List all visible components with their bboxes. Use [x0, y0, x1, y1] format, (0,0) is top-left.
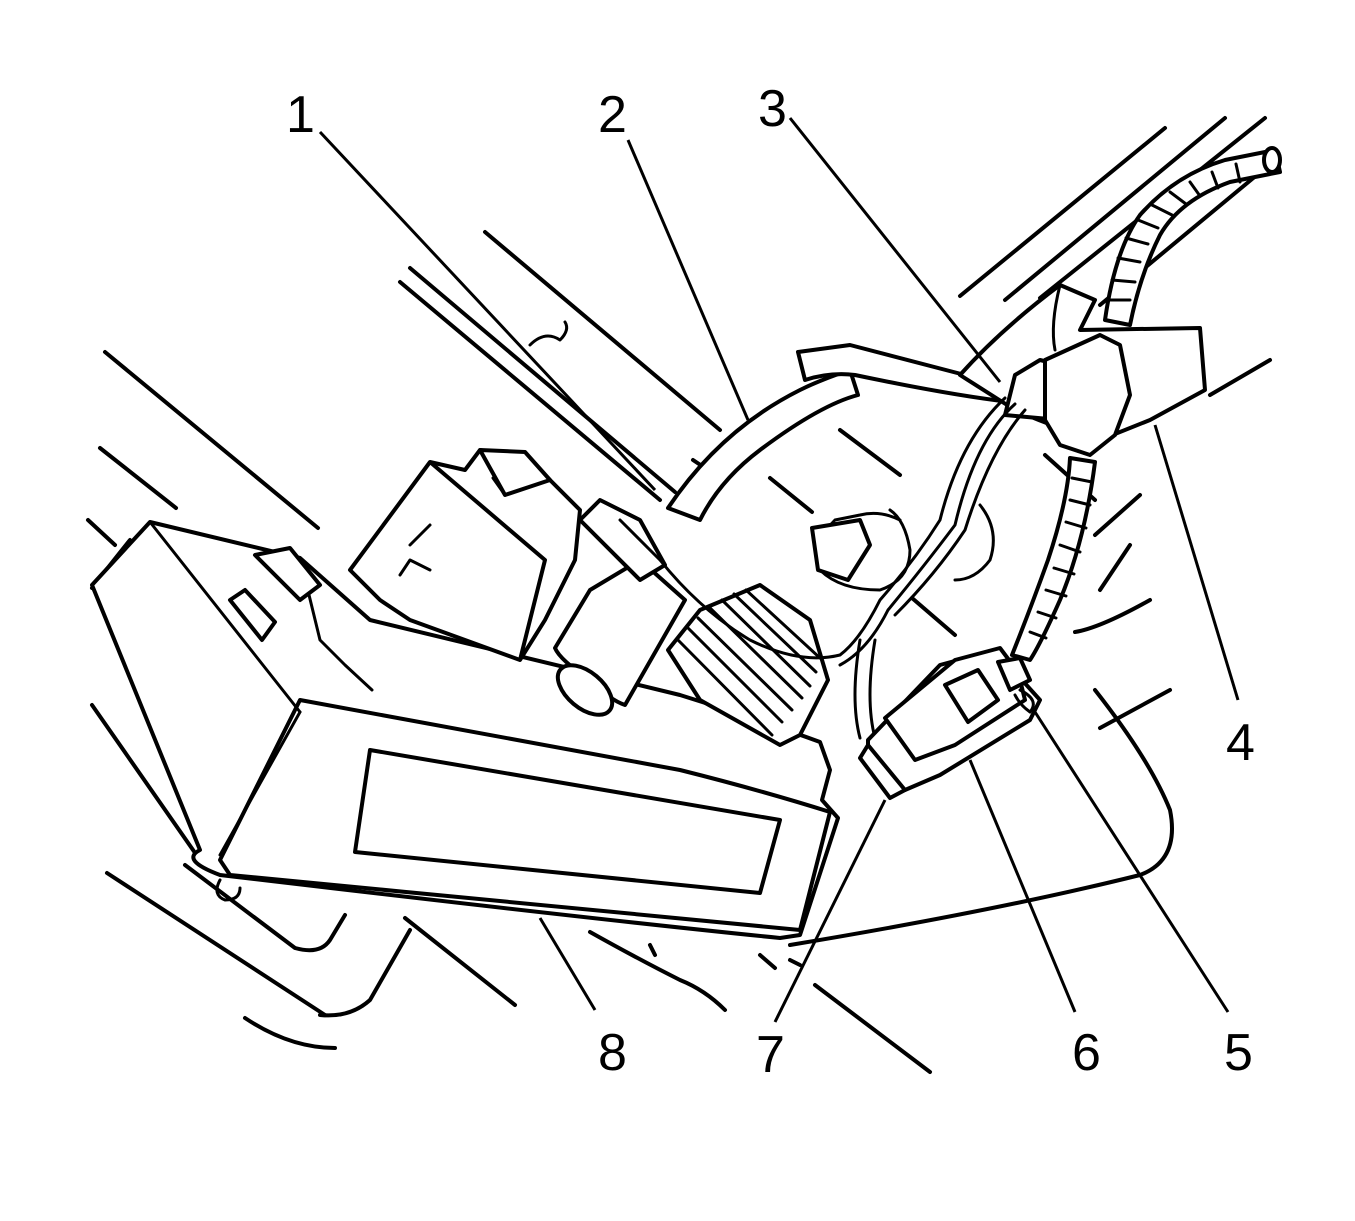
- callout-8: 8: [598, 1024, 627, 1082]
- callout-2: 2: [598, 86, 627, 144]
- leader-1: [318, 130, 657, 492]
- leader-5: [1033, 711, 1230, 1013]
- connector-3: [1003, 333, 1132, 457]
- module-connector: [348, 448, 582, 662]
- round-plug: [553, 498, 687, 717]
- leader-6: [968, 759, 1077, 1013]
- callout-3: 3: [758, 80, 787, 138]
- control-module: [90, 520, 840, 940]
- corrugated-loom: [1010, 146, 1282, 662]
- callout-4: 4: [1226, 714, 1255, 772]
- inline-connector: [858, 646, 1042, 800]
- leader-4: [1153, 424, 1240, 701]
- leader-7: [773, 799, 887, 1023]
- leader-8: [538, 917, 597, 1011]
- leader-3: [788, 117, 1002, 383]
- leader-lines: [318, 117, 1240, 1023]
- callout-7: 7: [756, 1026, 785, 1084]
- callout-1: 1: [286, 86, 315, 144]
- ribbed-grommet: [666, 583, 830, 747]
- callout-6: 6: [1072, 1024, 1101, 1082]
- callout-labels: 1 2 3 4 5 6 7 8: [286, 80, 1255, 1084]
- callout-5: 5: [1224, 1024, 1253, 1082]
- wire-bundle: [618, 396, 1027, 740]
- leader-2: [626, 139, 750, 421]
